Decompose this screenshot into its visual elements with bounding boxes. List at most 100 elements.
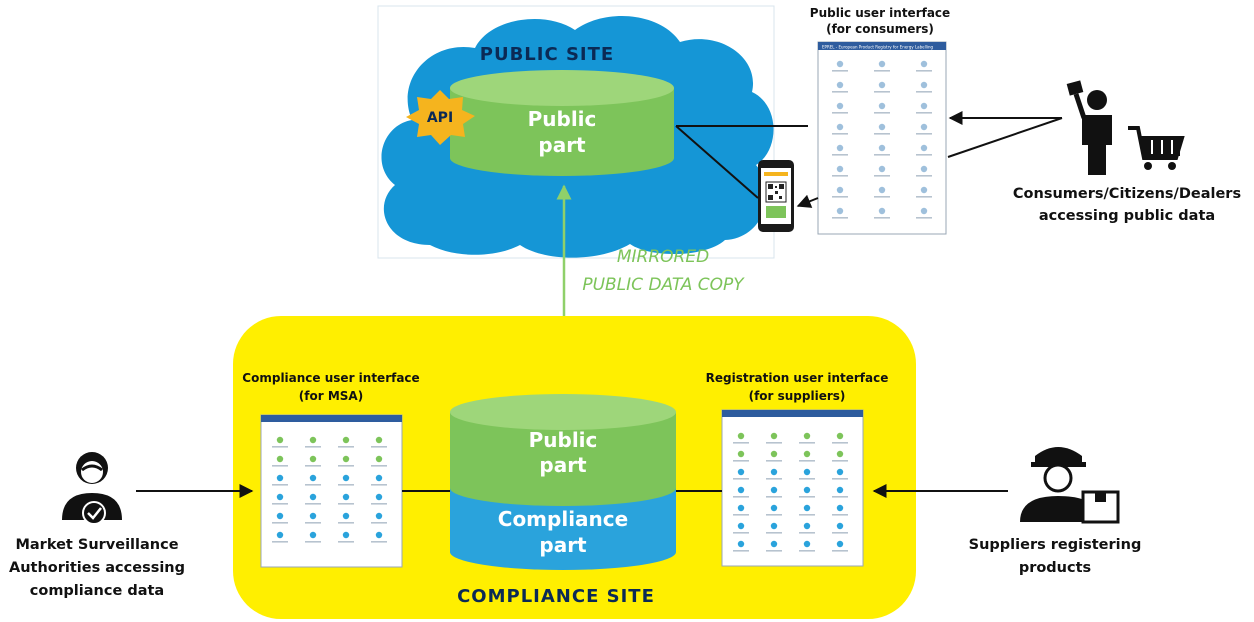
tile-caption xyxy=(874,175,890,177)
tile-caption xyxy=(916,91,932,93)
tile-caption xyxy=(874,217,890,219)
tile-icon xyxy=(836,522,844,530)
tile-icon xyxy=(309,512,317,520)
tile-icon xyxy=(737,486,745,494)
tile-caption xyxy=(874,133,890,135)
tile-icon xyxy=(803,504,811,512)
tile-icon xyxy=(309,436,317,444)
tile-caption xyxy=(371,503,387,505)
tile-caption xyxy=(272,503,288,505)
tile-icon xyxy=(803,468,811,476)
tile-icon xyxy=(836,540,844,548)
checkmark-icon xyxy=(87,507,102,520)
tile-caption xyxy=(832,514,848,516)
tile-icon xyxy=(836,450,844,458)
tile-icon xyxy=(276,436,284,444)
public-db-label-line2: part xyxy=(538,133,586,157)
tile-icon xyxy=(803,486,811,494)
tile-caption xyxy=(799,550,815,552)
mirror-label-line2: PUBLIC DATA COPY xyxy=(582,275,745,295)
tile-icon xyxy=(836,165,844,173)
tile-icon xyxy=(375,474,383,482)
tile-icon xyxy=(770,504,778,512)
tile-icon xyxy=(375,455,383,463)
tile-icon xyxy=(878,123,886,131)
compliance-site-title: COMPLIANCE SITE xyxy=(457,586,655,607)
tile-caption xyxy=(733,532,749,534)
public-ui-title-line2: (for consumers) xyxy=(826,22,934,36)
tile-caption xyxy=(874,154,890,156)
tile-caption xyxy=(766,442,782,444)
tile-caption xyxy=(733,550,749,552)
tile-caption xyxy=(338,522,354,524)
tile-icon xyxy=(309,531,317,539)
tile-icon xyxy=(920,207,928,215)
tile-caption xyxy=(272,522,288,524)
tile-caption xyxy=(733,478,749,480)
public-ui-tile-grid xyxy=(832,60,932,219)
tile-icon xyxy=(737,522,745,530)
tile-caption xyxy=(338,484,354,486)
tile-icon xyxy=(276,474,284,482)
tile-caption xyxy=(733,514,749,516)
tile-icon xyxy=(920,123,928,131)
tile-icon xyxy=(878,165,886,173)
api-badge: API xyxy=(406,90,475,145)
tile-caption xyxy=(338,503,354,505)
tile-icon xyxy=(375,436,383,444)
tile-icon xyxy=(770,432,778,440)
msa-person-icon xyxy=(62,452,122,525)
tile-icon xyxy=(276,493,284,501)
tile-icon xyxy=(375,512,383,520)
tile-icon xyxy=(878,144,886,152)
mirror-connector: MIRRORED PUBLIC DATA COPY xyxy=(556,184,745,400)
public-ui-header: EPREL - European Product Registry for En… xyxy=(822,45,933,50)
tile-icon xyxy=(770,450,778,458)
tile-caption xyxy=(832,532,848,534)
tile-caption xyxy=(733,496,749,498)
tile-caption xyxy=(916,196,932,198)
tile-icon xyxy=(375,531,383,539)
tile-icon xyxy=(836,504,844,512)
tile-icon xyxy=(770,468,778,476)
compliance-db-public-line1: Public xyxy=(529,428,598,452)
compliance-site: Public part Compliance part COMPLIANCE S… xyxy=(233,316,916,619)
phone-qr-device xyxy=(758,160,794,232)
registration-ui-screenshot xyxy=(721,409,864,567)
tile-icon xyxy=(836,81,844,89)
api-star-icon xyxy=(406,90,475,145)
tile-icon xyxy=(770,522,778,530)
tile-caption xyxy=(916,133,932,135)
tile-icon xyxy=(770,540,778,548)
tile-caption xyxy=(916,175,932,177)
tile-icon xyxy=(836,60,844,68)
tile-caption xyxy=(272,541,288,543)
consumers-label-line2: accessing public data xyxy=(1039,208,1215,224)
package-box-icon xyxy=(1081,490,1120,524)
tile-caption xyxy=(733,442,749,444)
tile-caption xyxy=(832,550,848,552)
tile-caption xyxy=(874,70,890,72)
tile-icon xyxy=(737,540,745,548)
public-db-label-line1: Public xyxy=(528,107,597,131)
tile-caption xyxy=(338,541,354,543)
shopping-cart-icon xyxy=(1128,126,1185,170)
tile-icon xyxy=(836,123,844,131)
tile-caption xyxy=(799,442,815,444)
tile-icon xyxy=(342,512,350,520)
tile-icon xyxy=(920,144,928,152)
tile-caption xyxy=(832,496,848,498)
suppliers-label-line2: products xyxy=(1019,560,1091,576)
tile-icon xyxy=(737,468,745,476)
tile-icon xyxy=(342,493,350,501)
supplier-person-icon xyxy=(1020,447,1094,522)
tile-caption xyxy=(766,532,782,534)
tile-icon xyxy=(375,493,383,501)
consumer-connectors xyxy=(675,111,1063,208)
compliance-ui-title-line2: (for MSA) xyxy=(299,389,363,403)
tile-caption xyxy=(832,478,848,480)
tile-caption xyxy=(832,112,848,114)
tile-caption xyxy=(305,503,321,505)
registration-ui-title-line1: Registration user interface xyxy=(706,371,889,385)
